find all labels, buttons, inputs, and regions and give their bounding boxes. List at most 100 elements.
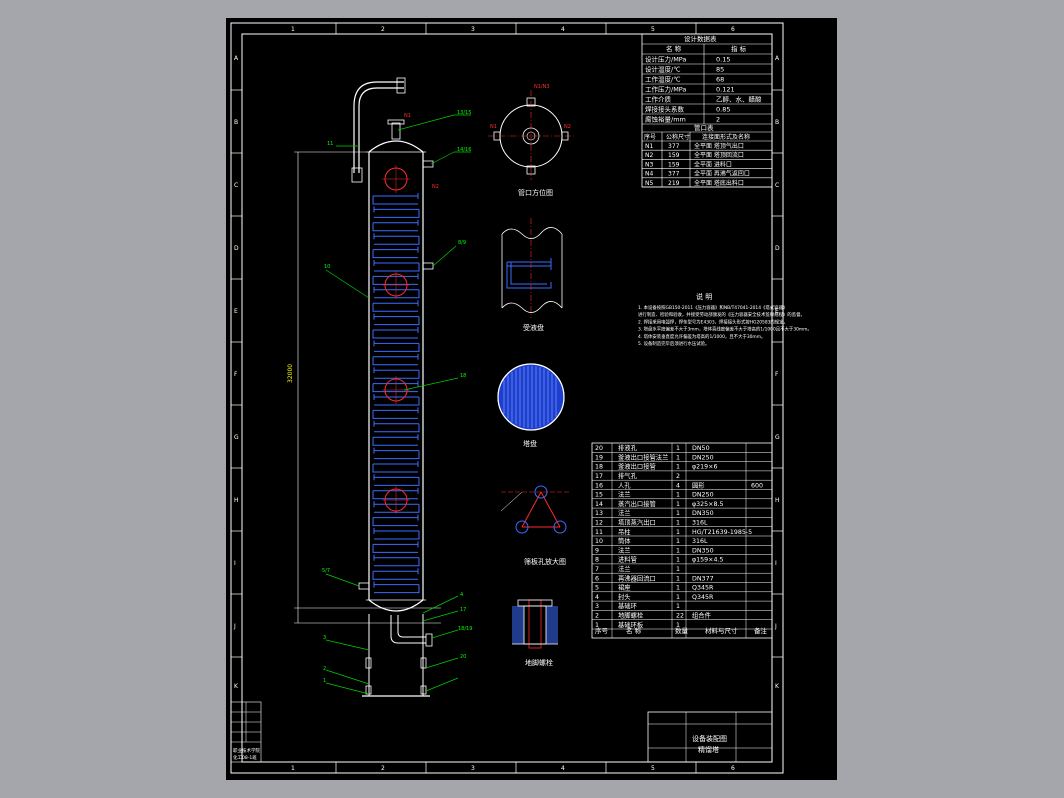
row-label: B <box>234 119 238 126</box>
nozzle-cell: 全平面 塔顶气出口 <box>694 142 744 150</box>
callout-label: 18 <box>460 373 466 379</box>
parts-footer: 数量 <box>675 626 689 635</box>
design-param-name: 工作介质 <box>645 95 672 104</box>
callout-label: 8/9 <box>458 240 466 246</box>
parts-cell: HG/T21639-1985-5 <box>692 529 752 536</box>
parts-cell: DN350 <box>692 510 714 517</box>
tray <box>372 568 419 580</box>
row-label: G <box>775 434 780 441</box>
tray-caption: 塔盘 <box>523 439 537 448</box>
tray <box>372 514 419 527</box>
parts-cell: 1 <box>676 445 680 452</box>
parts-cell: 1 <box>595 622 599 629</box>
design-param-name: 设计温度/℃ <box>645 65 681 74</box>
left-title-strip: 职业技术学院 化工08-1班 <box>230 701 262 763</box>
tray <box>373 474 420 486</box>
nozzle-cell: N3 <box>645 161 653 168</box>
col-label: 4 <box>561 26 565 33</box>
tray <box>372 541 419 553</box>
nozzle-cell: 全平面 塔顶回流口 <box>694 151 744 159</box>
parts-cell: 20 <box>595 445 603 452</box>
outer-frame <box>230 22 784 774</box>
callout-label: 1 <box>323 678 326 684</box>
school-name: 职业技术学院 <box>233 747 260 754</box>
row-label: G <box>234 434 239 441</box>
parts-cell: 600 <box>751 482 763 489</box>
tray <box>372 327 419 339</box>
tower-elevation: 32000 <box>287 77 441 697</box>
parts-cell: 地脚螺栓 <box>618 611 644 620</box>
parts-cell: 10 <box>595 538 603 545</box>
parts-cell: φ325×8.5 <box>692 501 723 508</box>
parts-cell: 8 <box>595 557 599 564</box>
tray <box>372 407 419 419</box>
parts-cell: 4 <box>676 482 680 489</box>
row-label: C <box>775 182 779 189</box>
parts-footer: 备注 <box>754 626 768 635</box>
note-line: 进行制造、检验和验收，并接受劳动部颁发的《压力容器安全技术监察规程》的监督。 <box>638 311 805 318</box>
note-line: 1. 本设备按照GB150-2011《压力容器》和NB/T47041-2014《… <box>638 304 787 311</box>
design-param-value: 乙醇、水、醋酸 <box>716 95 762 104</box>
view-nozzle-tag: N1/N3 <box>534 84 550 90</box>
tray <box>372 219 419 232</box>
design-param-name: 设计压力/MPa <box>645 55 686 64</box>
note-line: 2. 焊接采用电弧焊，焊条型号为E4303，焊接接头形式按HG20583的规定。 <box>638 318 788 325</box>
col-label: 6 <box>731 26 735 33</box>
parts-cell: 1 <box>676 520 680 527</box>
callout-label: 20 <box>460 654 466 660</box>
class-name: 化工08-1班 <box>233 754 257 761</box>
parts-cell: 筒体 <box>618 536 631 545</box>
parts-footer: 材料与尺寸 <box>705 626 738 635</box>
tray <box>372 273 419 285</box>
parts-cell: 1 <box>676 547 680 554</box>
row-label: E <box>775 308 779 315</box>
row-label: K <box>775 683 780 690</box>
drawing-title: 设备装配图 <box>692 734 727 743</box>
parts-cell: DN50 <box>692 445 710 452</box>
nozzle-tag: N2 <box>432 184 439 190</box>
parts-cell: 1 <box>676 585 680 592</box>
parts-cell: 1 <box>676 603 680 610</box>
assembly-drawing: 1 2 3 4 5 6 1 2 3 4 5 6 A B C D E F G H … <box>230 22 812 774</box>
tray <box>372 300 419 312</box>
parts-cell: 19 <box>595 454 603 461</box>
parts-cell: 排液孔 <box>618 443 638 452</box>
nozzle-cell: 377 <box>668 171 680 178</box>
tray <box>373 233 420 245</box>
row-label: J <box>233 623 236 630</box>
design-table-header: 名 称 <box>666 44 682 53</box>
parts-cell: 13 <box>595 510 603 517</box>
parts-cell: 2 <box>676 473 680 480</box>
parts-cell: 封头 <box>618 592 631 601</box>
design-param-value: 0.15 <box>716 56 730 64</box>
tray <box>373 528 420 540</box>
parts-cell: φ159×4.5 <box>692 557 723 564</box>
parts-cell: 22 <box>676 613 684 620</box>
parts-cell: 1 <box>676 575 680 582</box>
note-line: 5. 设备制造完毕后须进行水压试验。 <box>638 340 709 347</box>
callout-label: 2 <box>323 666 326 672</box>
nozzle-orientation-view: N1/N3 N1 N2 管口方位图 <box>488 84 574 197</box>
ruler-ticks <box>231 23 783 773</box>
row-label: J <box>774 623 777 630</box>
parts-cell: 1 <box>676 510 680 517</box>
tray <box>373 260 420 272</box>
parts-cell: 进料管 <box>618 555 637 564</box>
parts-footer: 名 称 <box>626 626 642 635</box>
tray <box>373 581 420 594</box>
tray <box>373 420 420 433</box>
drawing-sheet: 1 2 3 4 5 6 1 2 3 4 5 6 A B C D E F G H … <box>226 18 837 780</box>
parts-cell: 1 <box>676 529 680 536</box>
callout-label: 11 <box>327 141 333 147</box>
callout-label: 3 <box>323 635 326 641</box>
downcomer-view: 受液盘 <box>501 218 563 332</box>
tray <box>373 394 420 406</box>
parts-cell: 组合件 <box>692 611 711 620</box>
col-label: 1 <box>291 765 295 772</box>
downcomer-caption: 受液盘 <box>523 323 544 332</box>
nozzle-cell: N2 <box>645 152 653 159</box>
manholes <box>382 165 410 514</box>
col-label: 6 <box>731 765 735 772</box>
nozzle-tag: N1 <box>404 113 411 119</box>
col-label: 5 <box>651 765 655 772</box>
